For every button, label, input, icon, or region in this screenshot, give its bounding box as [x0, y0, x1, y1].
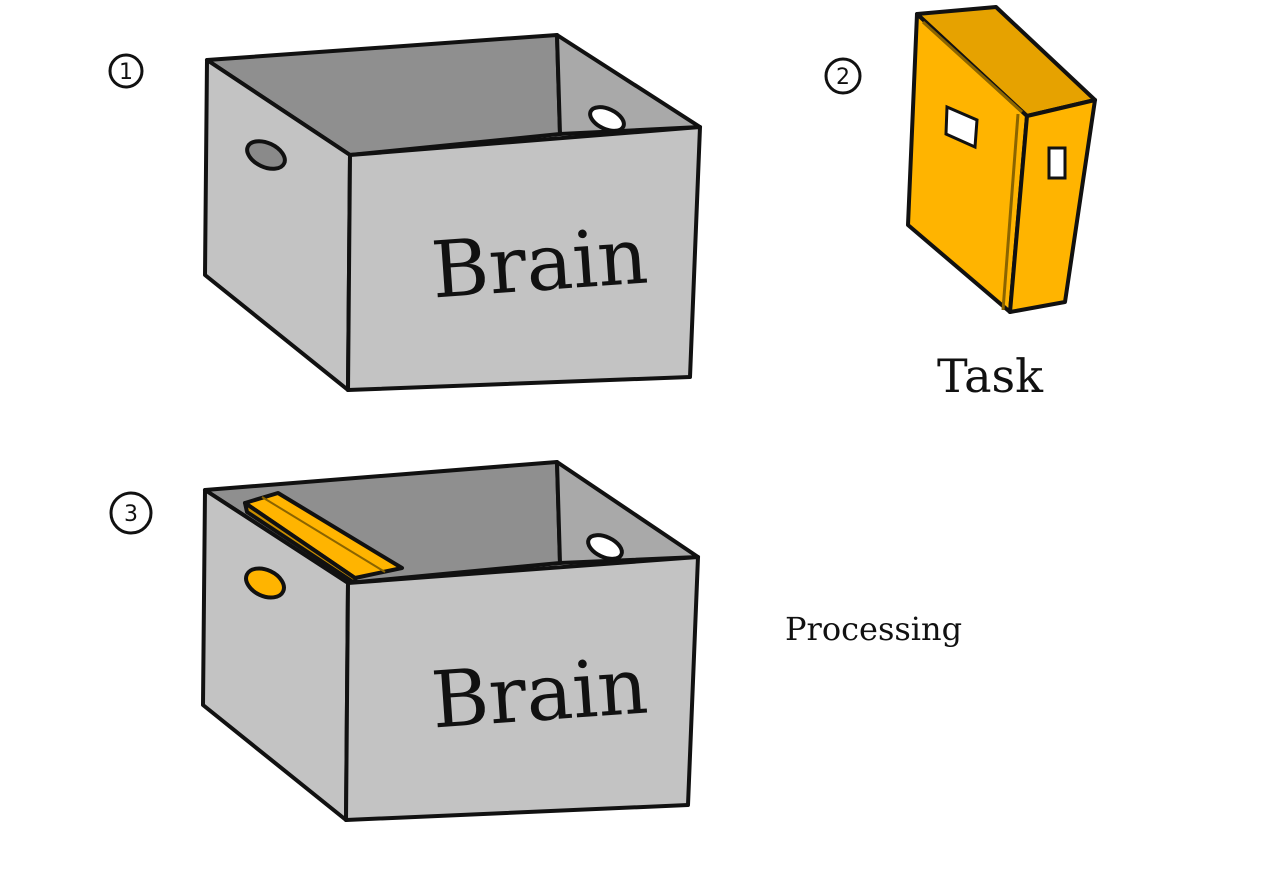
- brain-box-3-front: [344, 555, 700, 822]
- task-caption: Task: [937, 349, 1044, 403]
- brain-box-3-label: Brain: [429, 642, 651, 747]
- task-folder: [906, 5, 1097, 314]
- processing-caption: Processing: [785, 610, 962, 648]
- step-2-marker-number: 2: [836, 65, 850, 90]
- step-3-marker: 3: [109, 491, 153, 535]
- step-1-marker: 1: [108, 53, 144, 89]
- task-folder-side: [1008, 98, 1097, 314]
- brain-box-1-label: Brain: [429, 212, 651, 317]
- brain-box-1-inner-wall: [555, 33, 702, 136]
- step-1: 1 Brain: [108, 33, 702, 392]
- task-folder-front-label: [944, 104, 979, 150]
- brain-box-1-left-handle: [245, 139, 287, 171]
- step-2: 2 Task: [824, 5, 1097, 403]
- task-folder-spine: [1001, 113, 1020, 311]
- step-3-marker-number: 3: [124, 502, 138, 527]
- brain-box-3-right-handle: [586, 533, 624, 561]
- brain-box-1-right-handle: [588, 105, 626, 133]
- brain-box-1: Brain: [203, 33, 702, 392]
- step-2-marker: 2: [824, 57, 862, 95]
- brain-box-3-left-handle: [244, 566, 286, 600]
- step-1-marker-number: 1: [119, 60, 133, 85]
- brain-box-3: Brain: [201, 460, 700, 822]
- task-folder-side-label: [1047, 146, 1067, 180]
- brain-box-3-inner-wall: [555, 460, 700, 565]
- brain-box-1-front: [346, 125, 702, 392]
- task-in-box: [243, 491, 404, 586]
- step-3: 3 Brain Processing: [109, 460, 962, 822]
